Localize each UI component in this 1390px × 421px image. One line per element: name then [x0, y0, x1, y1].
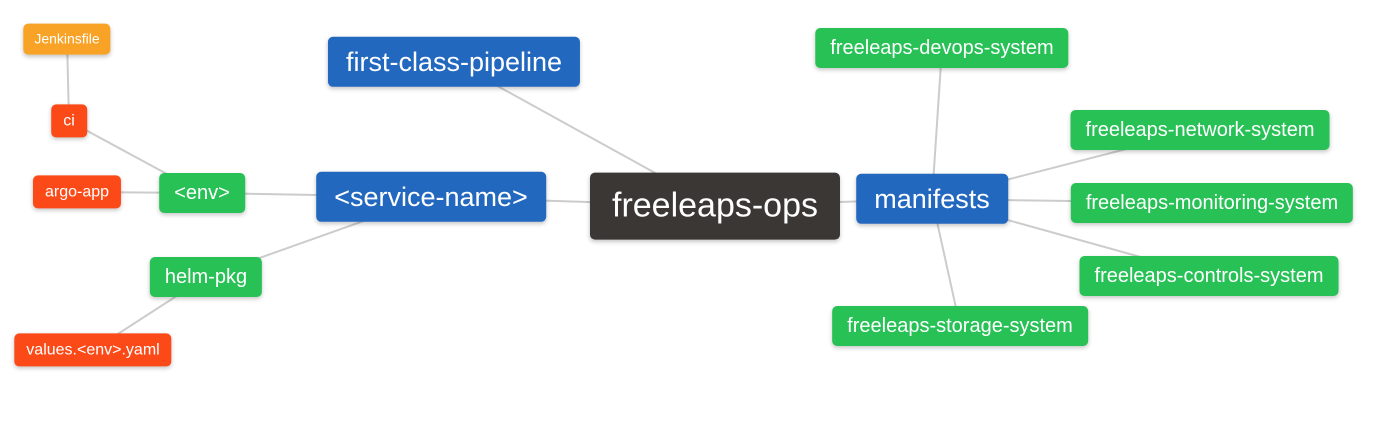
node-argo-app[interactable]: argo-app	[32, 175, 122, 209]
node-devops-system[interactable]: freeleaps-devops-system	[815, 28, 1069, 68]
node-ci[interactable]: ci	[51, 104, 87, 138]
node-label: values.<env>.yaml	[26, 341, 160, 359]
node-label: first-class-pipeline	[345, 46, 563, 77]
node-values-env-yaml[interactable]: values.<env>.yaml	[14, 333, 172, 367]
node-label: <service-name>	[334, 181, 528, 212]
node-label: <env>	[174, 182, 230, 204]
node-label: freeleaps-monitoring-system	[1085, 192, 1339, 214]
node-storage-system[interactable]: freeleaps-storage-system	[832, 306, 1088, 346]
node-label: argo-app	[44, 183, 110, 201]
node-network-system[interactable]: freeleaps-network-system	[1070, 110, 1330, 150]
node-first-class-pipeline[interactable]: first-class-pipeline	[327, 36, 581, 88]
node-label: freeleaps-network-system	[1085, 119, 1315, 141]
node-helm-pkg[interactable]: helm-pkg	[149, 257, 263, 297]
node-label: Jenkinsfile	[34, 30, 100, 47]
node-label: freeleaps-ops	[611, 186, 819, 225]
node-monitoring-system[interactable]: freeleaps-monitoring-system	[1070, 183, 1354, 223]
node-manifests[interactable]: manifests	[856, 173, 1008, 225]
node-controls-system[interactable]: freeleaps-controls-system	[1079, 256, 1339, 296]
node-service-name[interactable]: <service-name>	[316, 171, 546, 223]
node-jenkinsfile[interactable]: Jenkinsfile	[23, 23, 111, 55]
node-label: freeleaps-controls-system	[1094, 265, 1324, 287]
node-label: freeleaps-storage-system	[847, 315, 1073, 337]
node-label: ci	[63, 112, 75, 130]
node-label: manifests	[874, 183, 990, 214]
node-freeleaps-ops[interactable]: freeleaps-ops	[589, 172, 841, 240]
node-label: freeleaps-devops-system	[830, 37, 1054, 59]
node-env[interactable]: <env>	[159, 173, 245, 213]
node-label: helm-pkg	[164, 266, 248, 288]
